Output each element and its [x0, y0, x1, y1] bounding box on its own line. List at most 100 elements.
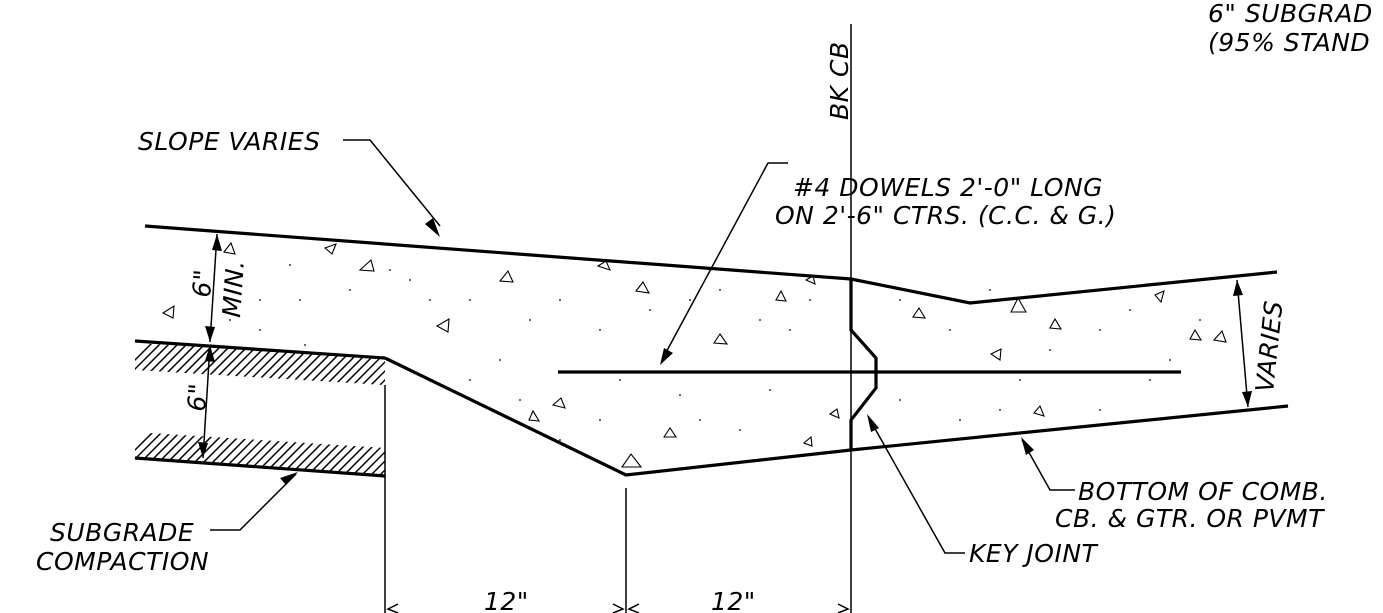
hatch-line: [397, 335, 457, 395]
aggregate-dot: [949, 329, 951, 331]
concrete-bottom-surface: [384, 356, 1289, 477]
hatch-line: [378, 432, 385, 476]
aggregate-dot: [1149, 379, 1151, 381]
aggregate-dot: [689, 299, 691, 301]
hatch-line: [198, 432, 260, 476]
aggregate-dot: [259, 329, 261, 331]
dim-12-right-label: 12": [711, 587, 756, 613]
dim-arrow-up-2: [205, 345, 215, 362]
dim-6-line: [202, 344, 211, 459]
dim-arrow-up-3: [1233, 280, 1243, 296]
aggregate-dot: [559, 439, 561, 441]
concrete-top-surface: [144, 224, 1278, 305]
hatch-line: [406, 425, 466, 485]
top-right-note-line2: (95% STAND: [1208, 28, 1370, 57]
dimension-arrows: [386, 603, 850, 613]
aggregate-dot: [429, 299, 431, 301]
slope-varies-arrowhead: [425, 218, 440, 237]
aggregate-dot: [519, 399, 521, 401]
hatch-line: [135, 343, 170, 385]
aggregate-dot: [1019, 379, 1021, 381]
aggregate-dot: [1169, 359, 1171, 361]
dim-arrow-up-1: [212, 234, 222, 251]
hatch-line: [225, 432, 287, 476]
hatch-line: [279, 343, 341, 385]
aggregate-dot: [1199, 319, 1201, 321]
aggregate-dot: [789, 329, 791, 331]
hatch-line: [252, 343, 314, 385]
hatch-line: [234, 343, 296, 385]
hatch-line: [207, 343, 269, 385]
hatch-line: [207, 432, 269, 476]
aggregate-dot: [559, 299, 561, 301]
hatch-line: [144, 432, 206, 476]
hatch-line: [315, 343, 377, 385]
dowels-label-line2: ON 2'-6" CTRS. (C.C. & G.): [775, 201, 1116, 230]
hatch-line: [135, 343, 179, 385]
dim-12-left-label: 12": [484, 587, 529, 613]
aggregate-dot: [989, 289, 991, 291]
aggregate-dot: [679, 394, 681, 396]
hatch-line: [135, 432, 179, 476]
aggregate-dot: [1049, 349, 1051, 351]
hatch-line: [243, 343, 305, 385]
hatch-line: [225, 343, 287, 385]
concrete-aggregate: [161, 241, 1227, 468]
hatch-line: [189, 432, 251, 476]
six-inch-top-label: 6": [187, 268, 218, 298]
aggregate-dot: [699, 419, 701, 421]
hatch-line: [306, 432, 368, 476]
aggregate-dot: [349, 289, 351, 291]
subgrade-label-line2: COMPACTION: [36, 547, 209, 576]
aggregate-dot: [809, 299, 811, 301]
aggregate-dot: [899, 299, 901, 301]
hatch-line: [252, 432, 314, 476]
dim-6-min-line: [209, 233, 218, 343]
aggregate-dot: [619, 379, 621, 381]
dowels-label-line1: #4 DOWELS 2'-0" LONG: [793, 173, 1103, 202]
bottom-label-line1: BOTTOM OF COMB.: [1078, 477, 1328, 506]
subgrade-arrowhead: [280, 472, 298, 485]
aggregate-dot: [739, 429, 741, 431]
aggregate-dot: [1099, 329, 1101, 331]
subgrade-bottom-line: [134, 456, 386, 478]
aggregate-dot: [229, 319, 231, 321]
subgrade-label-line1: SUBGRADE: [50, 518, 194, 547]
hatch-line: [288, 343, 350, 385]
aggregate-dot: [469, 299, 471, 301]
aggregate-dot: [299, 299, 301, 301]
aggregate-dot: [719, 289, 721, 291]
hatch-line: [397, 425, 457, 485]
dim-arrow-down-2: [198, 442, 208, 458]
hatch-line: [135, 432, 170, 476]
min-label: MIN.: [217, 259, 250, 318]
aggregate-dot: [599, 329, 601, 331]
key-joint-label: KEY JOINT: [969, 539, 1099, 568]
dowels-arrowhead: [660, 348, 673, 365]
aggregate-dot: [899, 399, 901, 401]
hatch-line: [162, 432, 224, 476]
dowels-leader: [662, 162, 788, 359]
hatch-line: [270, 432, 332, 476]
hatch-line: [216, 343, 278, 385]
aggregate-dot: [769, 389, 771, 391]
hatch-line: [342, 343, 385, 385]
aggregate-dot: [649, 309, 651, 311]
key-joint-leader: [868, 417, 965, 554]
hatch-line: [415, 425, 475, 485]
slope-varies-label: SLOPE VARIES: [138, 127, 320, 156]
bottom-arrowhead: [1021, 437, 1034, 455]
hatch-line: [216, 432, 278, 476]
aggregate-dot: [409, 279, 411, 281]
hatch-line: [324, 343, 385, 385]
hatch-line: [135, 343, 161, 385]
hatch-line: [406, 335, 466, 395]
bottom-leader: [1021, 439, 1075, 491]
hatch-line: [135, 432, 197, 476]
concrete-dots: [229, 264, 1201, 441]
hatch-line: [135, 432, 161, 476]
hatch-line: [297, 432, 359, 476]
dim-varies-line: [1236, 279, 1249, 408]
hatch-line: [288, 432, 350, 476]
